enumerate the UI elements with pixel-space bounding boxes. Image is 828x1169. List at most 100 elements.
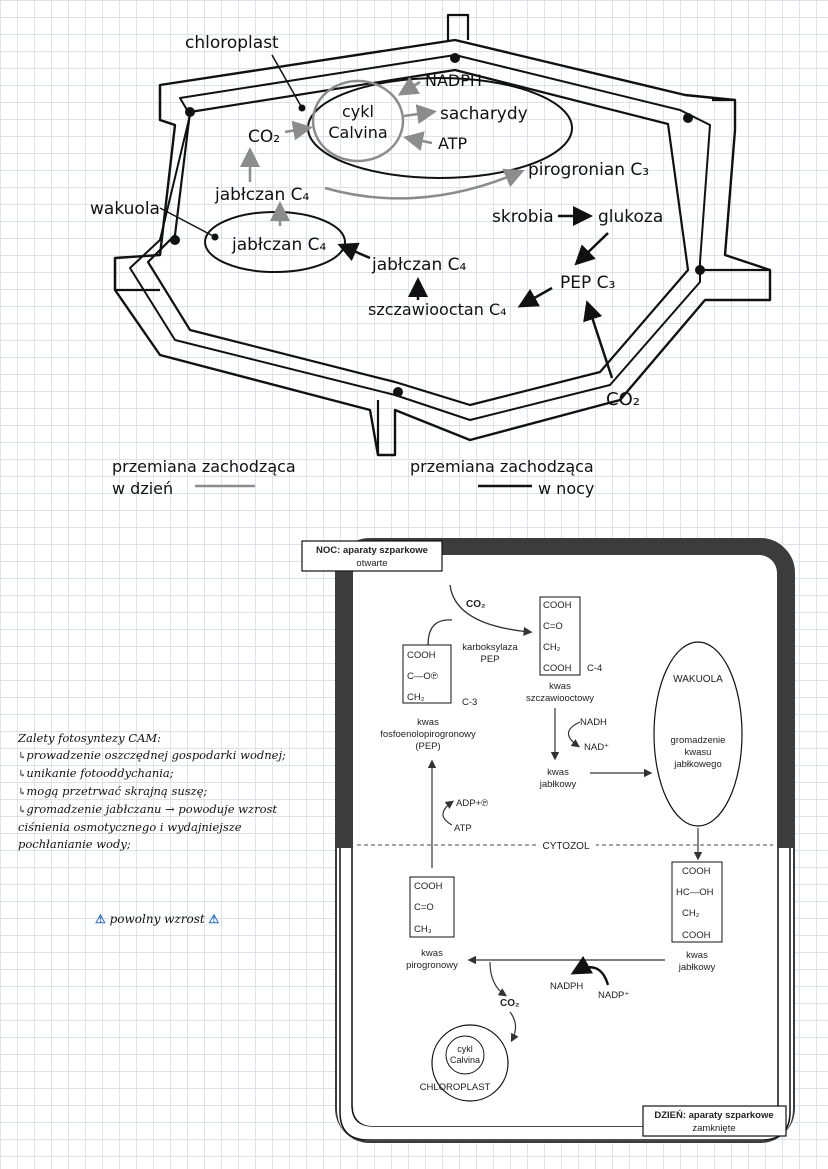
- day-box-line1: DZIEŃ: aparaty szparkowe: [654, 1110, 773, 1121]
- cycle-line2: Calvina: [450, 1055, 480, 1065]
- pep-carbon: C-3: [462, 697, 477, 708]
- label-nadph-bottom: NADPH: [550, 981, 583, 992]
- atp-curve: [442, 800, 454, 826]
- label-atp: ATP: [438, 134, 467, 153]
- calvin-circle: [445, 1035, 485, 1075]
- cam-advantages-notes: Zalety fotosyntezy CAM: prowadzenie oszc…: [18, 730, 328, 853]
- malic-night-name2: jabłkowy: [539, 779, 577, 790]
- oaa-formula-box: [539, 596, 581, 676]
- vacuole-ellipse: [653, 641, 743, 827]
- label-nadp: NADP⁺: [598, 990, 629, 1001]
- legend-day-line1: przemiana zachodząca: [112, 457, 296, 476]
- glucose-to-pep-arrow: [574, 232, 609, 266]
- pep-name2: fosfoenolopirogronowy: [380, 729, 476, 740]
- label-co2-top: CO₂: [466, 599, 485, 610]
- plant-cell: [113, 13, 772, 457]
- co2-to-chloroplast-arrow: [509, 1011, 519, 1043]
- pyruvate-formula-box: [409, 876, 455, 938]
- co2-release-arrow: [489, 961, 507, 997]
- oaa-carbon: C-4: [587, 663, 602, 674]
- wakuola-note3: jabłkowego: [673, 759, 722, 770]
- oaa-f3: CH₂: [543, 642, 561, 653]
- mal-f4: COOH: [682, 930, 711, 941]
- notes-item: prowadzenie oszczędnej gospodarki wodnej…: [18, 747, 328, 765]
- notes-item: gromadzenie jabłczanu → powoduje wzrost: [18, 801, 328, 819]
- mal-f3: CH₂: [682, 908, 700, 919]
- cell-wall-junctions: [170, 53, 705, 397]
- legend-day-line2: w dzień: [112, 479, 173, 498]
- label-co2-right: CO₂: [606, 389, 640, 410]
- oaa-f4: COOH: [543, 663, 572, 674]
- slow-growth-note: ⚠ powolny wzrost ⚠: [95, 912, 219, 926]
- notes-continuation: ciśnienia osmotycznego i wydajniejsze: [18, 820, 242, 834]
- malic-day-name1: kwas: [686, 950, 708, 961]
- label-nadh: NADH: [580, 717, 607, 728]
- day-box-line2: zamknięte: [692, 1123, 735, 1134]
- label-starch: skrobia: [492, 207, 554, 227]
- night-stomata-box: [301, 540, 443, 572]
- calvin-cycle-line2: Calvina: [328, 123, 387, 142]
- pep-to-oaa-arrow: [517, 286, 553, 308]
- pyr-name2: pirogronowy: [406, 960, 458, 971]
- label-vacuole: wakuola: [90, 199, 160, 219]
- cycle-line1: cykl: [457, 1044, 473, 1054]
- sugars-arrow: [403, 104, 437, 125]
- notes-continuation: pochłanianie wody;: [18, 837, 131, 851]
- oaa-name1: kwas: [549, 681, 571, 692]
- label-malate-vacuole: jabłczan C₄: [231, 235, 326, 255]
- label-wakuola: WAKUOLA: [673, 674, 723, 685]
- pep-to-oaa-curve: [427, 619, 453, 646]
- notes-title: Zalety fotosyntezy CAM:: [18, 731, 162, 745]
- nadh-curve: [567, 721, 581, 748]
- malate-formula-box: [671, 861, 723, 943]
- label-adp: ADP+℗: [456, 798, 488, 809]
- pep-f3: CH₂: [407, 692, 425, 703]
- pepc-line1: karboksylaza: [462, 642, 518, 653]
- pep-formula-box: [402, 644, 452, 704]
- pep-f1: COOH: [407, 650, 436, 661]
- night-box-line1: NOC: aparaty szparkowe: [316, 545, 428, 556]
- oaa-name2: szczawiooctowy: [526, 693, 594, 704]
- wakuola-note2: kwasu: [685, 747, 712, 758]
- mal-f2: HC—OH: [676, 887, 714, 898]
- atp-arrow: [403, 131, 433, 151]
- nadph-arrow: [397, 76, 421, 96]
- label-sugars: sacharydy: [440, 104, 528, 124]
- day-stomata-box: [642, 1105, 787, 1137]
- label-chloroplast: chloroplast: [185, 33, 279, 53]
- legend-night-line2: w nocy: [538, 479, 594, 498]
- co2-fixation-arrow: [449, 584, 533, 636]
- notes-item: mogą przetrwać skrajną suszę;: [18, 783, 328, 801]
- label-pep: PEP C₃: [560, 273, 615, 293]
- label-chloroplast-bottom: CHLOROPLAST: [420, 1082, 491, 1093]
- label-co2-left: CO₂: [248, 127, 280, 147]
- pep-name3: (PEP): [415, 741, 440, 752]
- co2-to-pep-arrow: [583, 300, 614, 379]
- pepc-line2: PEP: [480, 654, 499, 665]
- warning-icon: ⚠: [95, 912, 106, 926]
- calvin-cycle-line1: cykl: [342, 102, 374, 121]
- pyr-f1: COOH: [414, 881, 443, 892]
- label-pyruvate: pirogronian C₃: [528, 160, 649, 180]
- nadph-curve: [570, 955, 610, 986]
- label-malate-mid: jabłczan C₄: [371, 255, 466, 275]
- oaa-f1: COOH: [543, 600, 572, 611]
- label-atp-bottom: ATP: [454, 823, 472, 834]
- label-cytosol: CYTOZOL: [542, 841, 589, 852]
- malic-day-name2: jabłkowy: [678, 962, 716, 973]
- pep-name1: kwas: [417, 717, 439, 728]
- malate-to-pyruvate-arrow: [324, 168, 525, 200]
- mal-f1: COOH: [682, 866, 711, 877]
- night-box-line2: otwarte: [356, 558, 387, 569]
- wakuola-note1: gromadzenie: [671, 735, 726, 746]
- pep-f2: C—O℗: [407, 671, 438, 682]
- label-malate-cytosol: jabłczan C₄: [214, 185, 309, 205]
- warning-icon: ⚠: [208, 912, 220, 926]
- pyr-f2: C=O: [414, 902, 434, 913]
- chloroplast-pointer: [271, 54, 303, 109]
- label-co2-bottom: CO₂: [500, 998, 519, 1009]
- label-nad: NAD⁺: [584, 742, 609, 753]
- slow-growth-text: powolny wzrost: [109, 912, 205, 926]
- legend-night-line1: przemiana zachodząca: [410, 457, 594, 476]
